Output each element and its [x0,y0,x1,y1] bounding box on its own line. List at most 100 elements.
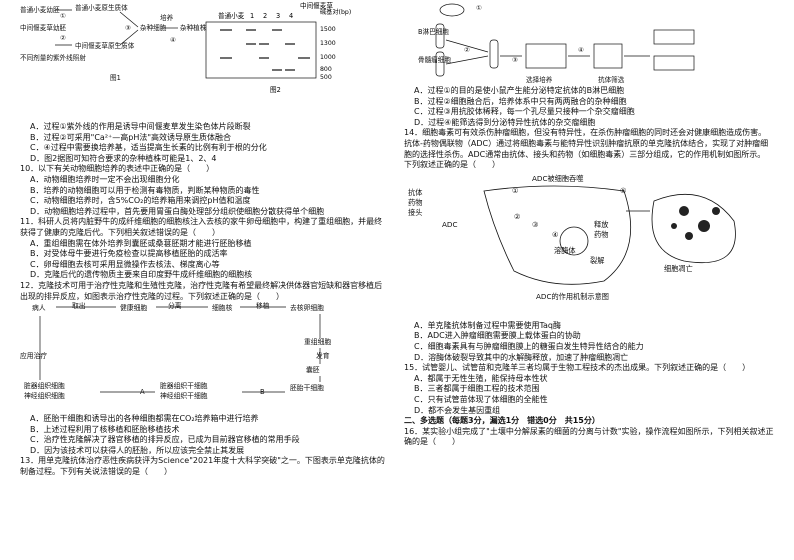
option-line: C．治疗性克隆解决了器官移植的排异反应，已成为目前器官移植的常用手段 [30,435,300,445]
fig1-proto-grass: 中间偃麦草原生质体 [75,41,135,50]
clone-separate: 分离 [168,302,182,310]
clone-nucleus: 细胞核 [212,303,233,312]
clone-apply: 应用治疗 [20,351,47,360]
figure-1-2: 普通小麦幼胚 中间偃麦草幼胚 不同剂量的紫外线照射 普通小麦原生质体 中间偃麦草… [20,1,351,94]
fig2-lane-3: 3 [276,12,280,20]
question-line: 16．某实验小组完成了"土壤中分解尿素的细菌的分离与计数"实验，操作流程如图所示… [404,426,774,436]
mab-select-culture: 选择培养 [526,75,553,84]
option-line: B．培养的动物细胞可以用于检测有毒物质，判断某种物质的毒性 [30,185,260,195]
section-heading: 二、多选题（每题3分，漏选1分 错选0分 共15分） [404,416,600,426]
fig2-normal-label: 普通小麦 [218,11,245,20]
option-line: A．过程①的目的是使小鼠产生能分泌特定抗体的B淋巴细胞 [414,86,625,95]
fig2-size-1: 1500 [320,26,336,33]
clone-nerve-2: 神经组织干细胞 [160,391,208,400]
option-line: A．动物细胞培养时一定不会出现细胞分化 [30,174,180,184]
option-line: D．克隆后代的遗传物质主要来自印度野牛成纤维细胞的细胞核 [30,270,253,280]
fig1-grass-label: 中间偃麦草幼胚 [20,23,67,32]
question-line: 胞的选择性杀伤。ADC通常由抗体、接头和药物（如细胞毒素）三部分组成，它的作用机… [404,149,766,159]
option-line: B．三者都属于细胞工程的技术范围 [414,384,540,394]
option-line: C．过程③用抗胶体稀释，每一个孔尽量只接种一个杂交瘤细胞 [414,107,635,117]
question-line: 13．用单克隆抗体治疗恶性疾病获评为Science"2021年度十大科学突破"之… [20,456,385,466]
option-line: A．重组细胞需在体外培养到囊胚或桑葚胚期才能进行胚胎移植 [30,238,252,248]
question-line: 制备过程。下列有关说法错误的是（ ） [20,467,172,477]
adc-circle-4: ④ [552,230,558,239]
fig2-caption: 图2 [270,86,281,94]
option-line: C．④过程中需要换培养基，适当提高生长素的比例有利于根的分化 [30,143,267,153]
fig1-circle-2: ② [60,34,66,42]
option-line: A．都属于无性生殖，能保持母本性状 [414,373,548,383]
clone-healthy-cell: 健康细胞 [120,303,147,312]
option-line: C．动物细胞培养时，含5%CO₂的培养箱用来调控pH值和温度 [30,196,251,206]
clone-patient: 病人 [32,303,46,312]
clone-nerve: 神经组织细胞 [24,391,65,400]
adc-label: ADC [442,220,457,229]
clone-blastocyst: 囊胚 [306,365,320,374]
question-line: 出现的排异反应，如图表示治疗性克隆的过程。下列叙述正确的是（ ） [20,291,284,301]
fig1-caption: 图1 [110,74,121,82]
adc-lysosome: 溶酶体 [554,246,576,255]
fig1-culture: 培养 [160,13,174,22]
option-line: A．胚胎干细胞和诱导出的各种细胞都需在CO₂培养箱中进行培养 [30,414,259,424]
clone-take: 取出 [72,302,86,310]
adc-death: 细胞凋亡 [664,264,693,273]
adc-release: 释放 [594,220,608,229]
mab-myeloma: 骨髓瘤细胞 [418,55,451,64]
adc-circle-2: ② [514,212,520,221]
adc-antibody: 抗体 [408,188,422,197]
mab-b-cell: B淋巴细胞 [418,27,449,36]
fig1-circle-3: ③ [125,24,131,32]
fig2-grass-label: 中间偃麦草 [300,1,333,10]
mab-circle-2: ② [464,46,470,54]
option-line: C．细胞毒素具有与肿瘤细胞膜上的糖蛋白发生特异性结合的能力 [414,341,644,351]
option-line: D．图2据图可知符合要求的杂种植株可能是1、2、4 [30,153,217,163]
fig1-proto-wheat: 普通小麦原生质体 [75,3,128,12]
option-line: D．溶酶体破裂导致其中的水解酶释放，加速了肿瘤细胞凋亡 [414,352,629,362]
option-line: C．卵母细胞去核可采用显微操作去核法、梯度离心等 [30,259,220,269]
option-line: B．对受体母牛要进行免疫检查以提高移植胚胎的成活率 [30,249,228,259]
fig2-size-3: 1000 [320,54,336,61]
option-line: A．单克隆抗体制备过程中需要使用Taq酶 [414,320,562,330]
adc-caption: ADC的作用机制示意图 [536,292,609,301]
mab-circle-3: ③ [512,56,518,64]
mab-circle-4: ④ [578,46,584,54]
option-line: B．过程②可采用"Ca²⁺—高pH法"高效诱导原生质体融合 [30,132,232,142]
left-column: 普通小麦幼胚 中间偃麦草幼胚 不同剂量的紫外线照射 普通小麦原生质体 中间偃麦草… [20,0,395,478]
question-line: 确的是（ ） [404,437,460,447]
adc-drug: 药物 [408,198,422,207]
right-column: B淋巴细胞 骨髓瘤细胞 选择培养 抗体筛选 ① ② ③ ④ A．过程①的目的是使… [404,0,782,448]
question-line: 下列叙述正确的是（ ） [404,160,500,170]
option-line: D．过程④能筛选得到分泌特异性抗体的杂交瘤细胞 [414,117,596,127]
question-line: 14．细胞毒素可有效杀伤肿瘤细胞，但没有特异性，在杀伤肿瘤细胞的同时还会对健康细… [404,128,767,138]
adc-release-2: 药物 [594,230,608,239]
option-line: B．ADC进入肿瘤细胞需要膜上载体蛋白的协助 [414,331,581,341]
question-line: 获得了健康的克隆后代。下列相关叙述错误的是（ ） [20,227,220,237]
fig1-hybrid-plant: 杂种植株 [180,23,207,32]
question-line: 15．试管婴儿、试管苗和克隆羊三者均属于生物工程技术的杰出成果。下列叙述正确的是… [404,363,751,373]
fig2-lane-1: 1 [250,12,254,20]
clone-develop: 发育 [316,351,330,360]
clone-diagram: 病人 取出 健康细胞 分离 细胞核 移植 去核卵细胞 重组细胞 发育 囊胚 胚胎… [20,302,331,400]
fig2-unit: 碱基对(bp) [320,8,351,16]
fig2-size-5: 500 [320,74,332,81]
clone-recombinant: 重组细胞 [304,337,331,346]
mab-circle-1: ① [476,4,482,12]
adc-diagram: 抗体 药物 接头 ADC ADC被细胞吞噬 释放 药物 溶酶体 裂解 细胞凋亡 … [408,174,736,301]
option-line: B．过程②细胞融合后，培养体系中只有两两融合的杂种细胞 [414,96,627,106]
fig1-uv-note: 不同剂量的紫外线照射 [20,53,86,62]
fig2-lane-4: 4 [289,12,293,20]
clone-es-cell: 胚胎干细胞 [290,383,324,392]
clone-transfer: 移植 [256,302,270,310]
question-line: 10．以下有关动物细胞培养的表述中正确的是（ ） [20,164,215,174]
option-line: D．都不会发生基因重组 [414,405,501,415]
mab-antibody-screen: 抗体筛选 [598,75,625,84]
fig1-normal-label: 普通小麦幼胚 [20,5,60,14]
question-line: 11．科研人员将内脏野牛的成纤维细胞的细胞核注入去核的家牛卵母细胞中，构建了重组… [20,217,383,227]
adc-circle-5: ⑤ [620,186,627,195]
fig1-hybrid-cell: 杂种细胞 [140,23,167,32]
fig2-size-4: 800 [320,66,332,73]
option-line: D．因为该技术可以获得人的胚胎，所以应该完全禁止其发展 [30,445,245,455]
clone-tissue: 脏器组织细胞 [24,381,65,390]
